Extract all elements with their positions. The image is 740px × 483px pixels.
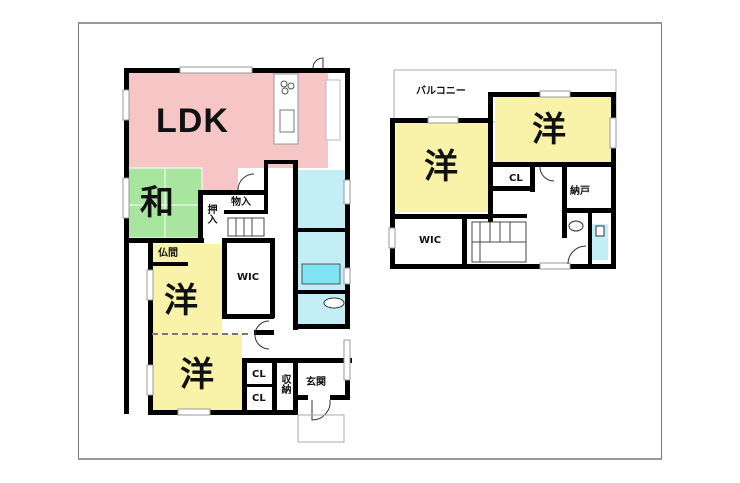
room-label-genkan: 玄関	[306, 377, 326, 388]
room-label-yoshitsu-left: 洋	[424, 147, 458, 187]
room-label-butsuma: 仏間	[158, 248, 178, 259]
room-label-shuno: 収納	[279, 374, 290, 394]
room-label-ldk: LDK	[156, 102, 229, 140]
room-label-wic-1f: WIC	[237, 272, 260, 283]
room-label-cl-2: CL	[252, 393, 266, 404]
room-label-wic-2f: WIC	[419, 235, 442, 246]
room-label-yoshitsu-1: 洋	[164, 281, 198, 321]
room-label-mono-ire: 物入	[231, 197, 251, 208]
room-label-cl-2f: CL	[509, 173, 523, 184]
room-label-washitsu: 和	[140, 183, 174, 223]
room-label-yoshitsu-right: 洋	[532, 110, 566, 150]
room-label-oshiire: 押入	[205, 204, 216, 224]
plan-frame	[78, 22, 662, 460]
room-label-cl-1: CL	[252, 369, 266, 380]
room-label-yoshitsu-2: 洋	[180, 355, 214, 395]
room-label-balcony: バルコニー	[416, 86, 466, 97]
room-label-nando: 納戸	[570, 186, 590, 197]
